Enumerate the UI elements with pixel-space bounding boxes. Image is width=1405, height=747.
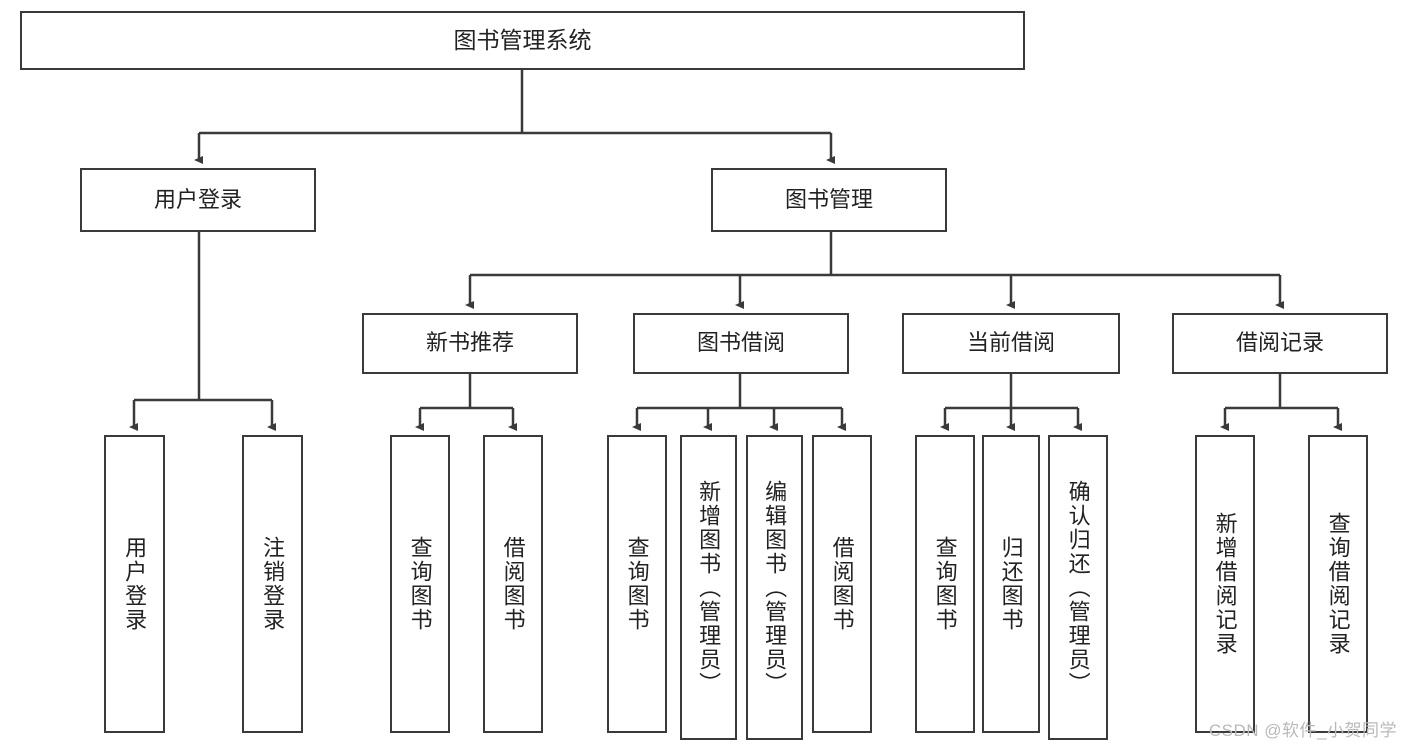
leaf-query-book-borrow[interactable]: 查询图书 — [607, 435, 667, 733]
node-label: 借阅图书 — [500, 536, 526, 632]
node-user-login[interactable]: 用户登录 — [80, 168, 316, 232]
node-label: 用户登录 — [153, 186, 242, 212]
node-borrow-record[interactable]: 借阅记录 — [1172, 313, 1388, 374]
node-label: 当前借阅 — [966, 330, 1055, 356]
node-label: 借阅图书 — [829, 536, 855, 632]
leaf-borrow-book-recommend[interactable]: 借阅图书 — [483, 435, 543, 733]
node-label: 新书推荐 — [425, 330, 514, 356]
node-label: 图书管理系统 — [453, 26, 592, 53]
node-label: 查询图书 — [624, 536, 650, 632]
node-label: 图书管理 — [784, 186, 873, 212]
node-book-management[interactable]: 图书管理 — [711, 168, 947, 232]
node-label: 确认归还（管理员） — [1065, 479, 1091, 696]
node-label: 用户登录 — [122, 536, 148, 632]
node-label: 新增图书（管理员） — [696, 479, 722, 696]
node-label: 查询图书 — [407, 536, 433, 632]
node-label: 编辑图书（管理员） — [762, 479, 788, 696]
node-label: 借阅记录 — [1235, 330, 1324, 356]
node-label: 归还图书 — [998, 536, 1024, 632]
leaf-add-borrow-record[interactable]: 新增借阅记录 — [1195, 435, 1255, 733]
leaf-add-book-admin[interactable]: 新增图书（管理员） — [680, 435, 737, 740]
node-new-book-recommend[interactable]: 新书推荐 — [362, 313, 578, 374]
node-book-borrow[interactable]: 图书借阅 — [633, 313, 849, 374]
node-label: 新增借阅记录 — [1212, 512, 1238, 656]
leaf-edit-book-admin[interactable]: 编辑图书（管理员） — [746, 435, 803, 740]
node-label: 查询图书 — [932, 536, 958, 632]
node-root-system[interactable]: 图书管理系统 — [20, 11, 1025, 70]
node-label: 查询借阅记录 — [1325, 512, 1351, 656]
node-label: 注销登录 — [260, 536, 286, 632]
leaf-query-book-recommend[interactable]: 查询图书 — [390, 435, 450, 733]
leaf-logout[interactable]: 注销登录 — [242, 435, 303, 733]
leaf-user-login[interactable]: 用户登录 — [104, 435, 165, 733]
leaf-borrow-book[interactable]: 借阅图书 — [812, 435, 872, 733]
leaf-confirm-return-admin[interactable]: 确认归还（管理员） — [1048, 435, 1108, 740]
watermark: CSDN @软件_小贺同学 — [1208, 721, 1397, 740]
leaf-query-borrow-record[interactable]: 查询借阅记录 — [1308, 435, 1368, 733]
node-current-borrow[interactable]: 当前借阅 — [902, 313, 1120, 374]
leaf-query-book-current[interactable]: 查询图书 — [915, 435, 975, 733]
leaf-return-book[interactable]: 归还图书 — [982, 435, 1040, 733]
node-label: 图书借阅 — [696, 330, 785, 356]
